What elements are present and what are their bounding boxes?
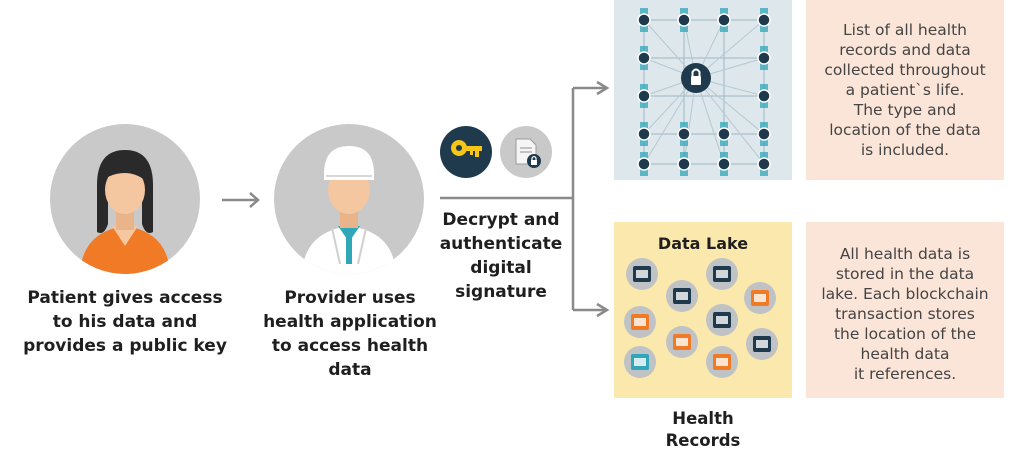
data-lake-note-line: lake. Each blockchain [821, 285, 989, 303]
block-node [637, 157, 651, 171]
provider-caption-line: health application [263, 312, 437, 332]
provider-avatar [274, 124, 424, 274]
mail-icon [706, 346, 738, 378]
blockchain-note-line: collected throughout [824, 61, 986, 79]
health-records-caption: Health Records [614, 408, 792, 452]
browser-code-icon [626, 258, 658, 290]
block-node [757, 157, 771, 171]
block-node [757, 51, 771, 65]
data-lake-panel: Data Lake [614, 222, 792, 398]
data-lake-note: All health data is stored in the data la… [806, 222, 1004, 398]
browser-window-icon [666, 280, 698, 312]
sql-database-icon [706, 258, 738, 290]
provider-caption-line: Provider uses [284, 288, 416, 308]
health-records-caption-line: Records [665, 431, 741, 450]
blockchain-note-line: The type and [853, 101, 957, 119]
patient-caption-line: to his data and [52, 312, 198, 332]
provider-caption: Provider uses health application to acce… [258, 286, 442, 382]
book-icon [624, 306, 656, 338]
data-lake-note-line: the location of the [833, 325, 977, 343]
database-stack-icon [744, 282, 776, 314]
blockchain-note-line: is included. [860, 141, 950, 159]
block-node [717, 127, 731, 141]
blockchain-note-line: records and data [839, 41, 971, 59]
provider-caption-line: data [328, 360, 372, 380]
block-node [637, 89, 651, 103]
block-node [757, 89, 771, 103]
block-node [677, 127, 691, 141]
mobile-phone-icon [746, 328, 778, 360]
decrypt-caption-line: signature [455, 282, 547, 302]
data-lake-icons [624, 258, 778, 378]
block-node [717, 157, 731, 171]
document-lock-icon [500, 126, 552, 178]
branch-connector [440, 80, 610, 318]
globe-icon [706, 304, 738, 336]
block-node [637, 51, 651, 65]
data-lake-note-line: health data [860, 345, 950, 363]
blockchain-note-line: List of all health [843, 21, 967, 39]
health-records-caption-line: Health [672, 409, 734, 428]
blockchain-grid [614, 0, 792, 180]
block-node [637, 13, 651, 27]
data-lake-note-line: stored in the data [835, 265, 975, 283]
decrypt-caption: Decrypt and authenticate digital signatu… [432, 208, 570, 304]
block-node [757, 127, 771, 141]
blockchain-note-line: location of the data [829, 121, 981, 139]
decrypt-caption-line: authenticate [439, 234, 563, 254]
provider-caption-line: to access health [271, 336, 429, 356]
block-node [677, 13, 691, 27]
block-node [757, 13, 771, 27]
patient-avatar [50, 124, 200, 274]
patient-icon [80, 150, 170, 274]
patient-caption-line: Patient gives access [27, 288, 223, 308]
block-node [637, 127, 651, 141]
key-icon [440, 126, 492, 178]
data-lake-title: Data Lake [657, 234, 749, 253]
doctor-icon [302, 146, 396, 274]
blockchain-network-icon [637, 8, 771, 176]
block-node [717, 13, 731, 27]
arrow-right-icon [222, 192, 260, 208]
decrypt-caption-line: Decrypt and [442, 210, 560, 230]
block-node [677, 157, 691, 171]
blockchain-note-line: a patient`s life. [845, 81, 965, 99]
patient-avatar-icon [666, 326, 698, 358]
monitor-chart-icon [624, 346, 656, 378]
data-lake-note-line: it references. [853, 365, 957, 383]
patient-caption: Patient gives access to his data and pro… [22, 286, 228, 358]
blockchain-note: List of all health records and data coll… [806, 0, 1004, 180]
decrypt-caption-line: digital [470, 258, 532, 278]
patient-caption-line: provides a public key [23, 336, 227, 356]
data-lake-note-line: All health data is [839, 245, 971, 263]
data-lake-note-line: transaction stores [835, 305, 975, 323]
